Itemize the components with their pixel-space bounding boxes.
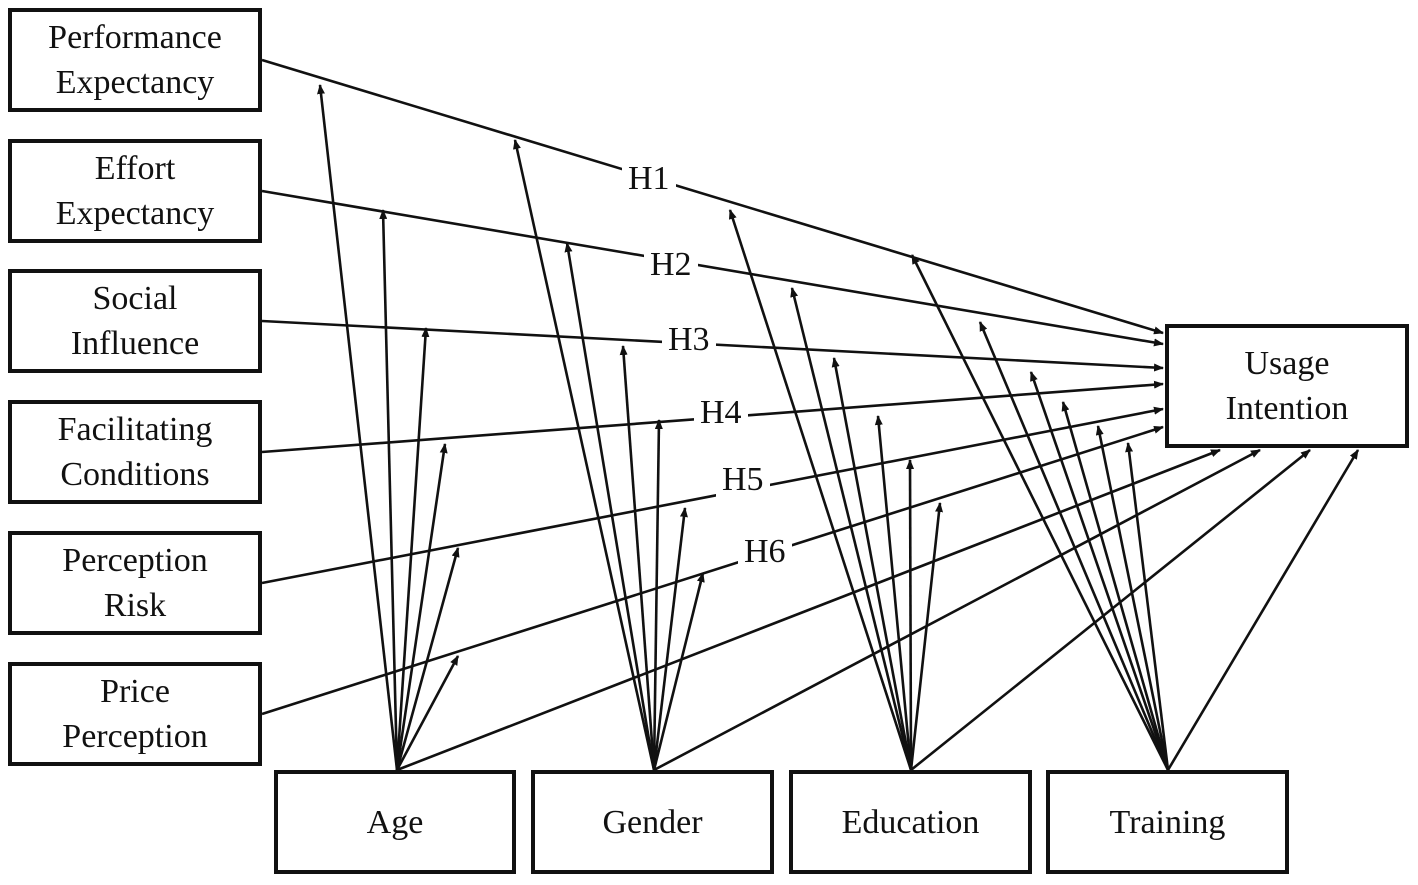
box-line: Price bbox=[100, 673, 170, 710]
box-line: Risk bbox=[103, 587, 167, 624]
box-line: Conditions bbox=[60, 456, 210, 493]
moderator-arrow-education-2 bbox=[790, 287, 913, 771]
moderator-arrow-education-4 bbox=[874, 415, 913, 771]
moderator-arrow-gender-6 bbox=[652, 572, 705, 771]
box-line: Social bbox=[92, 280, 178, 317]
moderator-arrow-training-2 bbox=[978, 321, 1170, 771]
hypothesis-arrow-h1 bbox=[261, 58, 1164, 335]
box-line: Intention bbox=[1225, 390, 1349, 427]
moderator-arrow-gender-1 bbox=[513, 139, 656, 771]
box-line: Perception bbox=[62, 718, 208, 755]
moderator-arrow-age-7 bbox=[396, 448, 1221, 772]
hypothesis-label-h5: H5 bbox=[716, 463, 770, 497]
hypothesis-label-h4: H4 bbox=[694, 396, 748, 430]
hypothesis-arrow-h2 bbox=[261, 189, 1164, 347]
box-education: Education bbox=[789, 770, 1032, 874]
moderator-arrow-training-6 bbox=[1125, 442, 1170, 771]
moderator-arrow-gender-4 bbox=[652, 419, 663, 771]
moderator-arrow-education-3 bbox=[831, 357, 913, 771]
moderator-label: Education bbox=[841, 803, 980, 841]
hypothesis-label-h1: H1 bbox=[622, 162, 676, 196]
moderator-arrow-age-1 bbox=[317, 84, 399, 771]
moderator-label: Age bbox=[366, 803, 424, 841]
moderator-label: Gender bbox=[602, 803, 703, 841]
hypothesis-arrow-h6 bbox=[261, 425, 1164, 716]
moderator-arrow-age-4 bbox=[395, 443, 448, 771]
box-line: Effort bbox=[94, 150, 176, 187]
moderator-arrow-gender-3 bbox=[619, 345, 656, 771]
box-line: Facilitating bbox=[57, 411, 213, 448]
moderator-arrow-training-7 bbox=[1166, 449, 1360, 771]
box-line: Expectancy bbox=[55, 195, 215, 232]
box-gender: Gender bbox=[531, 770, 774, 874]
hypothesis-label-h2: H2 bbox=[644, 248, 698, 282]
box-line: Expectancy bbox=[55, 64, 215, 101]
moderator-arrow-education-1 bbox=[728, 209, 913, 771]
moderator-arrow-training-3 bbox=[1029, 371, 1170, 771]
moderator-arrow-age-3 bbox=[395, 327, 430, 771]
box-line: Usage bbox=[1244, 345, 1330, 382]
moderator-arrow-education-5 bbox=[906, 459, 915, 771]
hypothesis-label-h3: H3 bbox=[662, 323, 716, 357]
moderator-arrow-age-5 bbox=[395, 547, 460, 771]
moderator-arrow-gender-7 bbox=[653, 448, 1261, 772]
moderator-arrow-education-7 bbox=[910, 448, 1311, 772]
box-age: Age bbox=[274, 770, 516, 874]
moderator-arrow-gender-5 bbox=[652, 507, 688, 771]
hypothesis-label-h6: H6 bbox=[738, 535, 792, 569]
moderator-arrow-education-6 bbox=[909, 502, 944, 771]
box-line: Performance bbox=[48, 19, 222, 56]
moderator-arrow-age-6 bbox=[395, 655, 460, 771]
moderator-arrow-age-2 bbox=[379, 209, 399, 771]
box-line: Perception bbox=[62, 542, 208, 579]
box-line: Influence bbox=[70, 325, 200, 362]
moderator-arrow-training-5 bbox=[1095, 425, 1170, 771]
moderator-label: Training bbox=[1109, 803, 1226, 841]
moderator-arrow-training-1 bbox=[910, 254, 1170, 771]
moderator-arrow-gender-2 bbox=[564, 242, 656, 771]
moderator-arrow-training-4 bbox=[1061, 401, 1170, 771]
box-training: Training bbox=[1046, 770, 1289, 874]
